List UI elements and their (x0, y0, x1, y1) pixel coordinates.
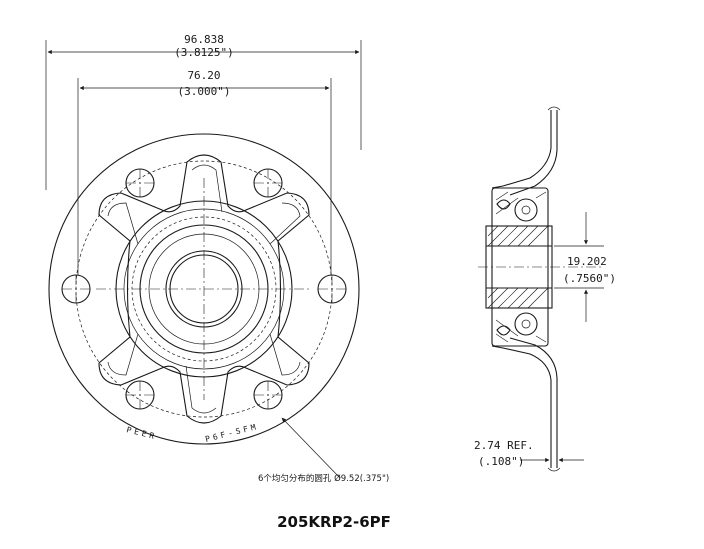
dim-overall-diameter-metric: 96.838 (184, 33, 224, 46)
dim-offset: 2.74 REF. (.108") (474, 420, 584, 468)
section-hatching (487, 191, 549, 343)
dim-bolt-circle: 76.20 (3.000") (77, 69, 332, 275)
dim-overall-diameter: 96.838 (3.8125") (45, 33, 362, 190)
dim-offset-imperial: (.108") (478, 455, 524, 468)
seal-upper (496, 199, 511, 210)
flange-outer-circle (48, 133, 360, 445)
hole-note-leader (281, 417, 341, 479)
seal-lower (496, 325, 511, 336)
dim-bolt-circle-metric: 76.20 (187, 69, 220, 82)
dim-bolt-circle-imperial: (3.000") (178, 85, 231, 98)
marking-left: PEER (126, 425, 159, 441)
dim-overall-diameter-imperial: (3.8125") (174, 46, 234, 59)
star-inner-outline (107, 164, 301, 414)
section-view (478, 106, 604, 472)
ball-upper (514, 198, 538, 222)
front-view: PEER P6F-SFM (48, 133, 360, 445)
dim-bore-metric: 19.202 (567, 255, 607, 268)
ball-lower (514, 312, 538, 336)
part-number: 205KRP2-6PF (277, 513, 391, 531)
section-flange-plate (491, 110, 552, 189)
marking-right: P6F-SFM (204, 422, 259, 444)
hole-note: 6个均匀分布的圆孔 Ø9.52(.375") (258, 473, 389, 484)
dim-bore-imperial: (.7560") (563, 272, 616, 285)
center-lines (96, 178, 312, 400)
dim-offset-metric: 2.74 REF. (474, 439, 534, 452)
bolt-holes (61, 168, 347, 410)
star-flange-profile (98, 154, 310, 424)
dim-bore: 19.202 (.7560") (554, 212, 616, 322)
